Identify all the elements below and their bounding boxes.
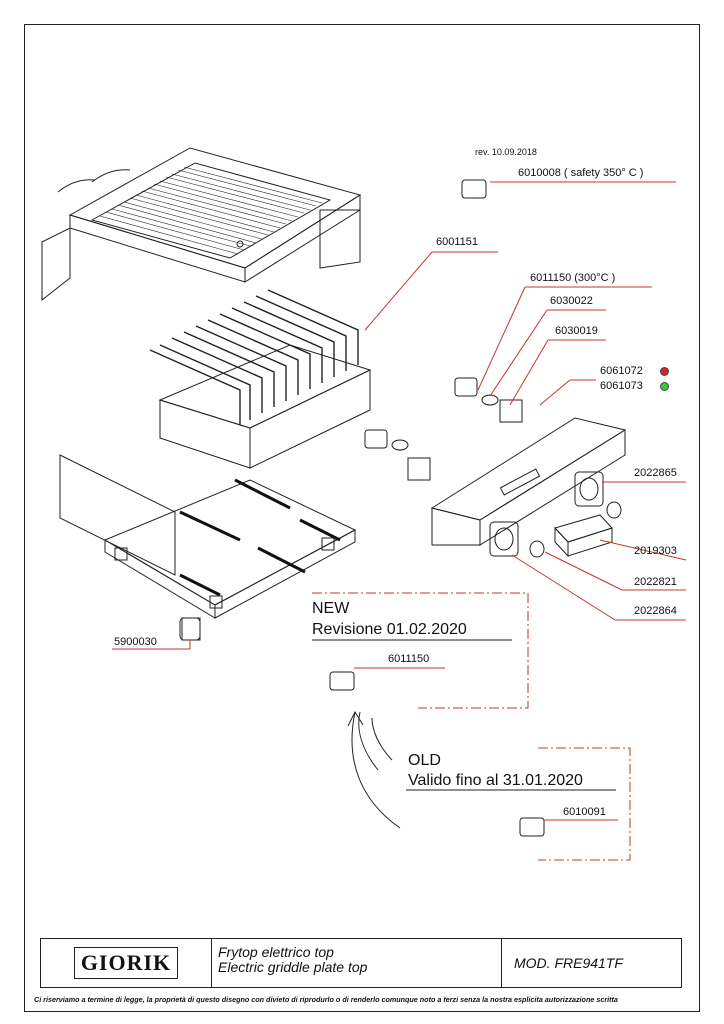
green-indicator-icon [660, 382, 669, 391]
desc-line-italian: Frytop elettrico top [218, 944, 334, 960]
product-description: Frytop elettrico top Electric griddle pl… [212, 939, 502, 987]
old-title: OLD [408, 752, 441, 769]
part-6030019: 6030019 [555, 325, 598, 337]
part-6011150: 6011150 [388, 653, 430, 665]
revision-date: rev. 10.09.2018 [475, 147, 537, 157]
copyright-footer: Ci riserviamo a termine di legge, la pro… [34, 995, 618, 1004]
griddle-plate [41, 147, 362, 302]
part-6011150-300: 6011150 (300°C ) [530, 272, 616, 284]
replacement-arrow [347, 710, 401, 829]
part-6061073: 6061073 [600, 380, 643, 392]
logo-text: GIORIK [73, 947, 179, 979]
revision-boxes [312, 592, 631, 861]
new-subtitle: Revisione 01.02.2020 [312, 621, 467, 638]
part-6030022: 6030022 [550, 295, 593, 307]
knobs-drawer [489, 471, 622, 558]
part-2022864: 2022864 [634, 605, 677, 617]
thermostat-group [329, 179, 545, 837]
control-panel [430, 417, 627, 546]
part-2022821: 2022821 [634, 576, 677, 588]
part-6010091: 6010091 [563, 806, 606, 818]
base-chassis [59, 454, 357, 641]
part-2022865: 2022865 [634, 467, 677, 479]
foot [179, 617, 201, 641]
part-6061072: 6061072 [600, 365, 643, 377]
old-subtitle: Valido fino al 31.01.2020 [408, 772, 583, 789]
leader-lines [112, 181, 687, 821]
part-2019303: 2019303 [634, 545, 677, 557]
part-6010008: 6010008 ( safety 350° C ) [518, 167, 644, 179]
part-5900030: 5900030 [114, 636, 157, 648]
part-6001151: 6001151 [436, 236, 479, 248]
drawing-frame [24, 24, 700, 1012]
brand-logo: GIORIK [41, 939, 212, 987]
model-number: MOD. FRE941TF [514, 955, 623, 971]
desc-line-english: Electric griddle plate top [218, 959, 368, 975]
heating-elements [149, 289, 372, 469]
red-indicator-icon [660, 367, 669, 376]
title-block: GIORIK Frytop elettrico top Electric gri… [40, 938, 682, 988]
new-title: NEW [312, 600, 350, 617]
